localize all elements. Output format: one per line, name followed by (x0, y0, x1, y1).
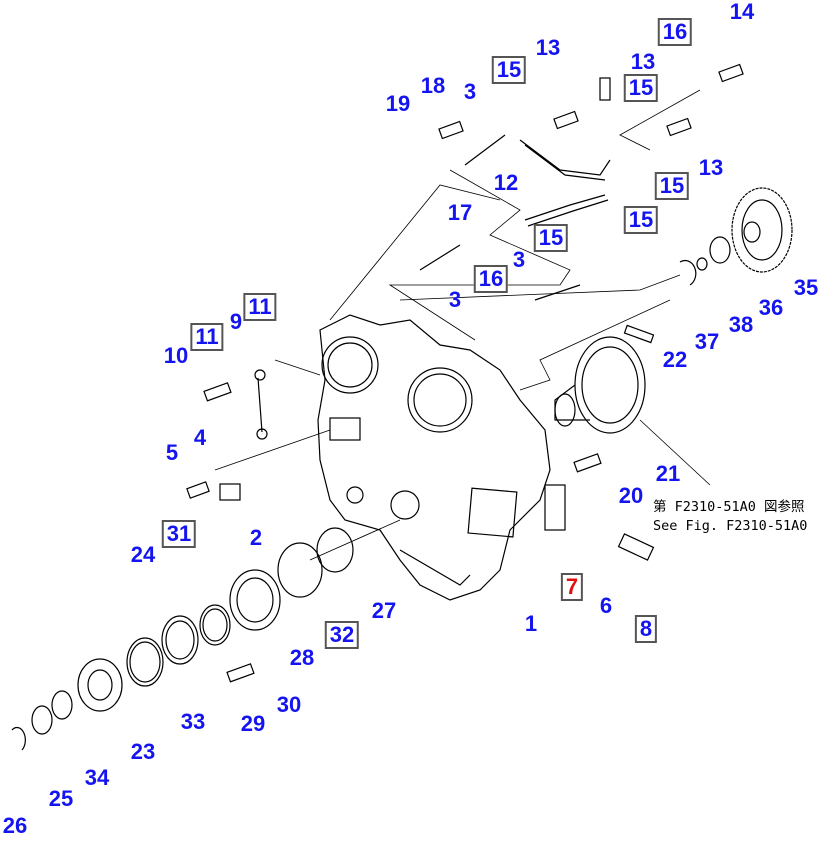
callout-label-6: 6 (599, 593, 613, 618)
output-shaft-housing (554, 336, 646, 434)
callout-label-2: 2 (249, 525, 263, 550)
callout-label-15: 15 (623, 206, 659, 234)
callout-label-15: 15 (654, 172, 690, 200)
callout-label-24: 24 (130, 542, 156, 567)
callout-label-22: 22 (662, 347, 688, 372)
callout-label-4: 4 (193, 425, 207, 450)
callout-label-23: 23 (130, 739, 156, 764)
callout-label-26: 26 (2, 813, 28, 838)
callout-label-11: 11 (190, 323, 224, 351)
callout-label-15: 15 (533, 224, 569, 252)
callout-label-14: 14 (729, 0, 755, 24)
reference-note-en: See Fig. F2310-51A0 (653, 518, 808, 534)
callout-label-1: 1 (524, 611, 538, 636)
callout-label-13: 13 (535, 35, 561, 60)
callout-label-32: 32 (324, 621, 360, 649)
callout-label-18: 18 (420, 73, 446, 98)
seals-and-rings (11, 527, 354, 751)
callout-label-28: 28 (289, 645, 315, 670)
callout-label-11: 11 (243, 293, 277, 321)
callout-label-7: 7 (560, 573, 584, 601)
callout-label-33: 33 (180, 709, 206, 734)
callout-label-31: 31 (161, 520, 197, 548)
callout-label-3: 3 (463, 79, 477, 104)
transmission-case (317, 314, 566, 601)
callout-label-27: 27 (371, 598, 397, 623)
callout-label-9: 9 (229, 309, 243, 334)
gear (679, 187, 793, 286)
callout-label-34: 34 (84, 765, 110, 790)
leader-lines (214, 89, 711, 561)
callout-label-13: 13 (698, 155, 724, 180)
callout-label-5: 5 (165, 440, 179, 465)
callout-label-21: 21 (655, 461, 681, 486)
callout-label-3: 3 (448, 287, 462, 312)
callout-label-3: 3 (512, 247, 526, 272)
callout-label-20: 20 (618, 483, 644, 508)
callout-label-36: 36 (758, 295, 784, 320)
callout-label-30: 30 (276, 692, 302, 717)
callout-label-35: 35 (793, 275, 819, 300)
callout-label-16: 16 (657, 18, 693, 46)
callout-label-19: 19 (385, 91, 411, 116)
callout-label-16: 16 (473, 265, 509, 293)
callout-label-8: 8 (634, 615, 658, 643)
callout-label-38: 38 (728, 312, 754, 337)
reference-note-jp: 第 F2310-51A0 図参照 (653, 499, 805, 515)
callout-label-10: 10 (163, 343, 189, 368)
callout-label-13: 13 (630, 49, 656, 74)
callout-label-15: 15 (623, 74, 659, 102)
reference-note: 第 F2310-51A0 図参照 See Fig. F2310-51A0 (653, 498, 807, 536)
pipes-and-bolts (186, 63, 744, 683)
callout-label-25: 25 (48, 786, 74, 811)
callout-label-15: 15 (491, 56, 527, 84)
callout-label-12: 12 (493, 170, 519, 195)
callout-label-37: 37 (694, 329, 720, 354)
callout-label-29: 29 (240, 711, 266, 736)
callout-label-17: 17 (447, 200, 473, 225)
